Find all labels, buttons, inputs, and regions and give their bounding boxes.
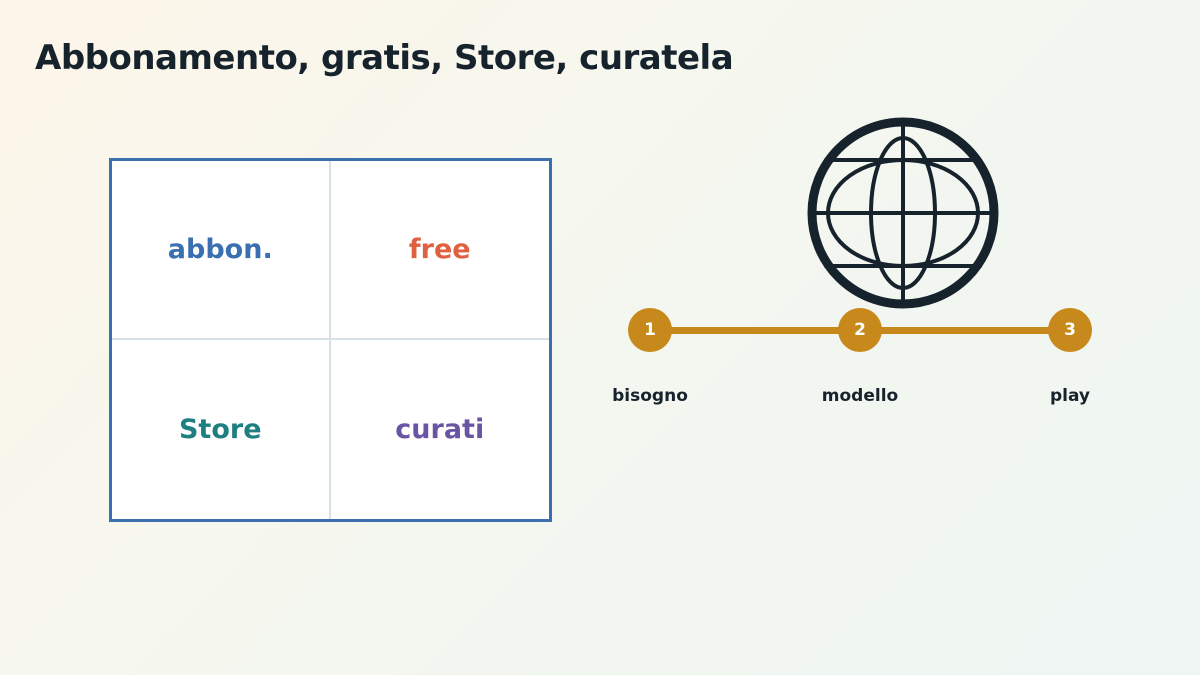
globe-icon xyxy=(807,117,999,309)
step-marker-3: 3 xyxy=(1048,308,1092,352)
step-number: 1 xyxy=(644,320,656,340)
step-label-play: play xyxy=(1049,386,1091,406)
timeline: 1 2 3 bisogno modello play xyxy=(600,300,1120,420)
quadrant-label: abbon. xyxy=(167,234,273,265)
quadrant-grid: abbon. free Store curati xyxy=(109,158,552,522)
step-label-bisogno: bisogno xyxy=(612,386,688,406)
quadrant-label: Store xyxy=(178,414,262,445)
step-number: 3 xyxy=(1064,320,1076,340)
step-marker-2: 2 xyxy=(838,308,882,352)
step-number: 2 xyxy=(854,320,866,340)
quadrant-top-left: abbon. xyxy=(112,161,331,340)
quadrant-bottom-right: curati xyxy=(331,340,550,519)
quadrant-bottom-left: Store xyxy=(112,340,331,519)
quadrant-label: free xyxy=(408,234,471,265)
quadrant-label: curati xyxy=(395,414,485,445)
page-title: Abbonamento, gratis, Store, curatela xyxy=(35,38,734,78)
quadrant-top-right: free xyxy=(330,161,549,340)
step-label-modello: modello xyxy=(821,386,899,406)
step-marker-1: 1 xyxy=(628,308,672,352)
